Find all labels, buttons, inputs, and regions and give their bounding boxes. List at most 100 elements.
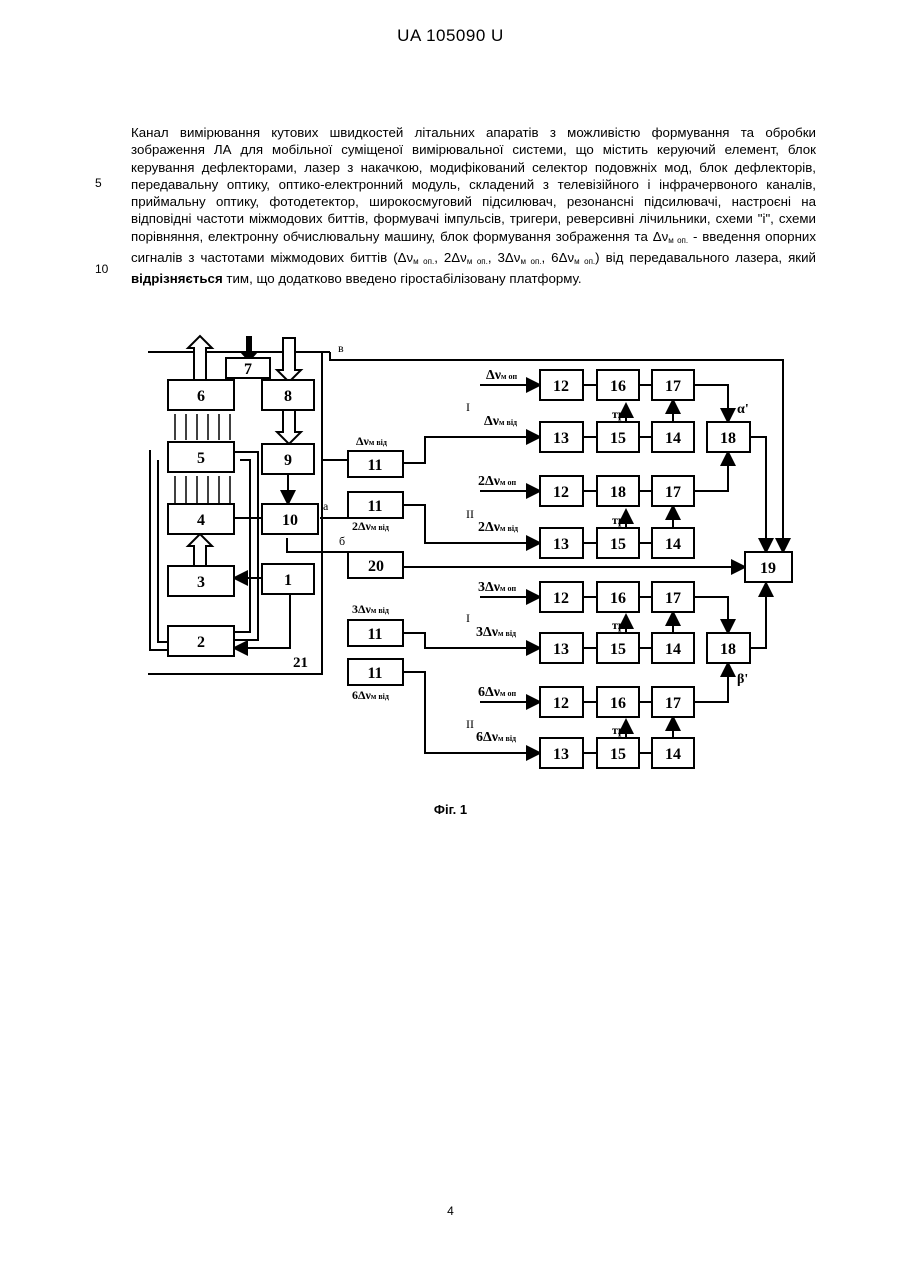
figure-1-diagram: 6 5 4 3 2 7 8 9 10 1 11 11 20 11 11 12 1…: [0, 0, 901, 800]
block-20: 20: [348, 552, 403, 578]
svg-text:14: 14: [665, 536, 681, 553]
signal-label-11d: 6Δνм від: [352, 688, 389, 702]
meas-label-1: Δνм від: [484, 414, 517, 429]
meas-label-4: 6Δνм від: [476, 730, 516, 745]
block-17-r1: 17: [652, 370, 694, 400]
block-10: 10: [262, 504, 318, 534]
svg-text:8: 8: [284, 388, 292, 405]
page-number: 4: [0, 1204, 901, 1218]
svg-text:17: 17: [665, 484, 681, 501]
block-3: 3: [168, 566, 234, 596]
svg-text:10: 10: [282, 512, 298, 529]
figure-caption: Фіг. 1: [0, 802, 901, 817]
block-18-r3: 18: [597, 476, 639, 506]
block-5: 5: [168, 442, 234, 472]
svg-text:17: 17: [665, 378, 681, 395]
svg-text:13: 13: [553, 746, 569, 763]
svg-text:18: 18: [720, 641, 736, 658]
svg-text:2: 2: [197, 634, 205, 651]
svg-text:3: 3: [197, 574, 205, 591]
roman-2-b: ІІ: [466, 717, 474, 731]
block-12-r3: 12: [540, 476, 583, 506]
svg-text:17: 17: [665, 695, 681, 712]
signal-label-11c: 3Δνм від: [352, 602, 389, 616]
block-16-r7: 16: [597, 687, 639, 717]
block-9: 9: [262, 444, 314, 474]
svg-text:15: 15: [610, 746, 626, 763]
block-14-r8: 14: [652, 738, 694, 768]
block-21-label: 21: [293, 655, 308, 671]
ref-label-2: 2Δνм оп: [478, 474, 516, 489]
block-14-r4: 14: [652, 528, 694, 558]
block-17-r3: 17: [652, 476, 694, 506]
block-12-r1: 12: [540, 370, 583, 400]
tr-label-2: тр: [612, 513, 625, 527]
block-11-b: 11: [348, 492, 403, 518]
ref-label-1: Δνм оп: [486, 368, 517, 383]
block-11-d: 11: [348, 659, 403, 685]
block-14-r6: 14: [652, 633, 694, 663]
svg-text:18: 18: [720, 430, 736, 447]
svg-text:14: 14: [665, 641, 681, 658]
beta-label: β': [737, 672, 748, 687]
svg-text:14: 14: [665, 746, 681, 763]
svg-text:18: 18: [610, 484, 626, 501]
svg-text:12: 12: [553, 695, 569, 712]
svg-text:13: 13: [553, 641, 569, 658]
svg-text:13: 13: [553, 430, 569, 447]
svg-text:4: 4: [197, 512, 205, 529]
svg-text:11: 11: [367, 498, 382, 515]
meas-label-3: 3Δνм від: [476, 625, 516, 640]
label-a: а: [323, 499, 329, 513]
block-17-r7: 17: [652, 687, 694, 717]
svg-text:12: 12: [553, 590, 569, 607]
block-13-r8: 13: [540, 738, 583, 768]
svg-text:15: 15: [610, 536, 626, 553]
svg-text:15: 15: [610, 430, 626, 447]
roman-2-a: ІІ: [466, 507, 474, 521]
block-6: 6: [168, 380, 234, 410]
signal-label-11a: Δνм від: [356, 434, 387, 448]
label-b: б: [339, 534, 345, 548]
signal-label-11b: 2Δνм від: [352, 519, 389, 533]
svg-text:19: 19: [760, 560, 776, 577]
svg-text:11: 11: [367, 457, 382, 474]
block-18-beta: 18: [707, 633, 750, 663]
block-13-r2: 13: [540, 422, 583, 452]
block-11-c: 11: [348, 620, 403, 646]
ref-label-3: 3Δνм оп: [478, 580, 516, 595]
svg-text:13: 13: [553, 536, 569, 553]
svg-text:16: 16: [610, 378, 626, 395]
tr-label-3: тр: [612, 618, 625, 632]
block-15-r8: 15: [597, 738, 639, 768]
block-15-r6: 15: [597, 633, 639, 663]
svg-text:7: 7: [244, 361, 252, 378]
block-18-alpha: 18: [707, 422, 750, 452]
svg-text:12: 12: [553, 378, 569, 395]
label-v: в: [338, 341, 344, 355]
roman-1-b: І: [466, 611, 470, 625]
block-7: 7: [226, 358, 270, 378]
block-15-r4: 15: [597, 528, 639, 558]
block-16-r1: 16: [597, 370, 639, 400]
block-4: 4: [168, 504, 234, 534]
svg-text:15: 15: [610, 641, 626, 658]
svg-text:14: 14: [665, 430, 681, 447]
svg-text:6: 6: [197, 388, 205, 405]
block-12-r7: 12: [540, 687, 583, 717]
tr-label-4: тр: [612, 723, 625, 737]
block-15-r2: 15: [597, 422, 639, 452]
svg-text:11: 11: [367, 665, 382, 682]
svg-text:16: 16: [610, 695, 626, 712]
block-16-r5: 16: [597, 582, 639, 612]
svg-text:5: 5: [197, 450, 205, 467]
block-2: 2: [168, 626, 234, 656]
block-8: 8: [262, 380, 314, 410]
block-19: 19: [745, 552, 792, 582]
block-11-a: 11: [348, 451, 403, 477]
svg-text:12: 12: [553, 484, 569, 501]
svg-text:9: 9: [284, 452, 292, 469]
block-13-r6: 13: [540, 633, 583, 663]
svg-text:1: 1: [284, 572, 292, 589]
svg-text:16: 16: [610, 590, 626, 607]
